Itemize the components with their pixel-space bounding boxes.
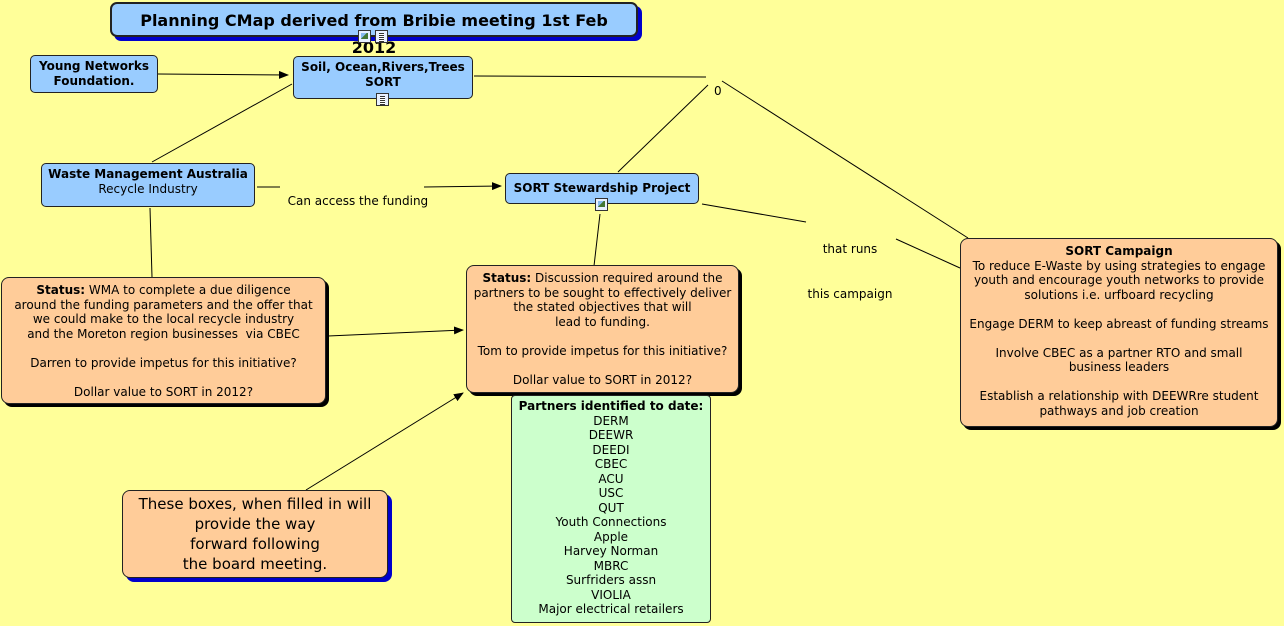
map-title: Planning CMap derived from Bribie meetin… — [110, 2, 638, 57]
image-resource-icon[interactable] — [358, 30, 371, 43]
list-item: VIOLIA — [591, 587, 631, 602]
link-stewardship-to-status-mid — [593, 213, 601, 267]
concept-note-boxes[interactable]: These boxes, when filled in will provide… — [122, 490, 388, 578]
link-runs-to-campaign — [895, 238, 961, 269]
concept-wma[interactable]: Waste Management Australia Recycle Indus… — [41, 163, 255, 207]
list-item: DEEDI — [592, 442, 630, 457]
link-label-can-access: Can access the funding — [287, 194, 429, 208]
link-label-that-runs: that runs this campaign — [807, 242, 893, 301]
list-item: CBEC — [594, 457, 628, 471]
list-item: Major electrical retailers — [538, 602, 684, 616]
concept-sort[interactable]: Soil, Ocean,Rivers,Trees SORT — [293, 56, 473, 99]
link-status-left-to-mid — [327, 326, 464, 337]
list-item: Harvey Norman — [563, 544, 659, 558]
list-item: Youth Connections — [555, 515, 667, 529]
concept-young-networks[interactable]: Young Networks Foundation. — [30, 55, 158, 93]
concept-status-wma[interactable]: Status: WMA to complete a due diligence … — [1, 277, 326, 404]
link-zero-to-stewardship — [617, 84, 709, 173]
link-note-to-status-mid — [305, 392, 464, 491]
link-sort-to-wma — [151, 83, 293, 163]
concept-partners[interactable]: Partners identified to date: DERM DEEWR … — [511, 395, 711, 623]
link-label-zero: 0 — [714, 84, 722, 98]
document-resource-icon[interactable] — [375, 30, 388, 43]
document-resource-icon[interactable] — [376, 93, 389, 106]
link-canaccess-to-stewardship — [423, 182, 502, 191]
image-resource-icon[interactable] — [595, 198, 608, 211]
link-sort-to-zero — [473, 75, 707, 78]
concept-status-stewardship[interactable]: Status: Discussion required around the p… — [466, 265, 739, 393]
list-item: ACU — [598, 471, 624, 486]
list-item: QUT — [598, 500, 624, 515]
link-young-to-sort — [157, 70, 289, 79]
list-item: Apple — [593, 529, 629, 544]
list-item: MBRC — [593, 558, 629, 573]
link-stewardship-to-runs — [701, 203, 807, 223]
link-wma-to-status-left — [149, 207, 153, 278]
list-item: DEEWR — [588, 428, 634, 442]
list-item: USC — [598, 486, 624, 500]
map-title-text: Planning CMap derived from Bribie meetin… — [140, 11, 608, 57]
concept-sort-campaign[interactable]: SORT Campaign To reduce E-Waste by using… — [960, 238, 1278, 427]
list-item: DERM — [593, 413, 629, 428]
list-item: Surfriders assn — [565, 573, 657, 587]
